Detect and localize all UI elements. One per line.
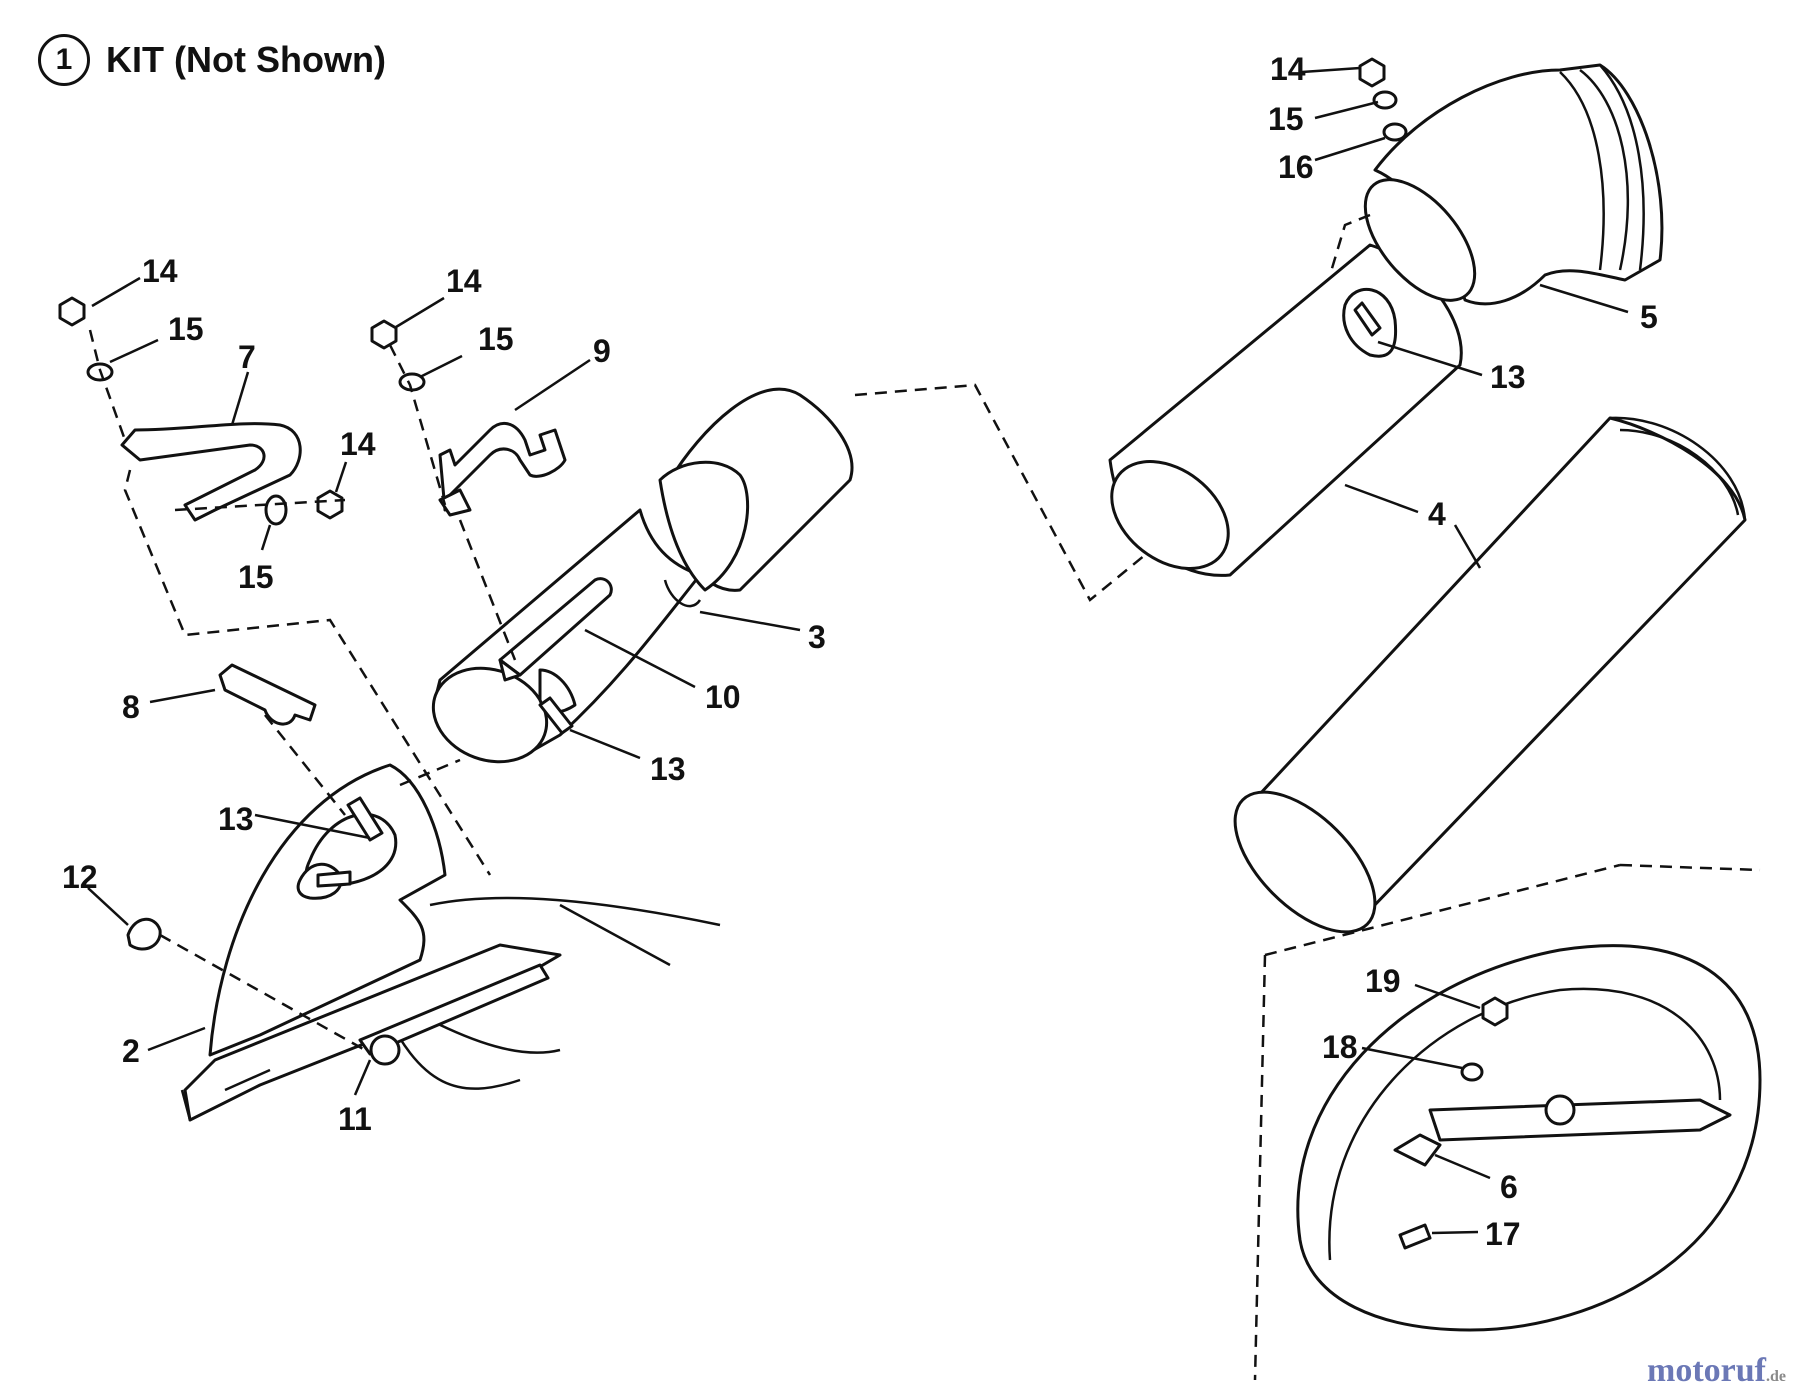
callout-13: 13: [650, 751, 686, 787]
callout-2: 2: [122, 1033, 140, 1069]
callout-13: 13: [218, 801, 254, 837]
callout-5: 5: [1640, 299, 1658, 335]
callout-9: 9: [593, 333, 611, 369]
assembly-lines: [88, 213, 1761, 1381]
callout-14: 14: [446, 263, 482, 299]
bracket-part-8: [218, 663, 317, 726]
leader-lines: [87, 66, 1629, 1235]
callout-3: 3: [808, 619, 826, 655]
callout-10: 10: [705, 679, 741, 715]
kit-title: 1 KIT (Not Shown): [38, 34, 386, 86]
callout-8: 8: [122, 689, 140, 725]
callout-6: 6: [1500, 1169, 1518, 1205]
callout-13: 13: [1490, 359, 1526, 395]
callout-19: 19: [1365, 963, 1401, 999]
blade-housing: [1296, 944, 1762, 1332]
callout-15: 15: [478, 321, 514, 357]
callout-16: 16: [1278, 149, 1314, 185]
bracket-part-7: [120, 422, 302, 522]
tube-part-4-lower: [1233, 416, 1747, 934]
callout-17: 17: [1485, 1216, 1521, 1252]
callout-11: 11: [338, 1101, 372, 1137]
kit-number-circle: 1: [38, 34, 90, 86]
callout-labels: 14 15 7 14 15 14 15 9 8 13 12 2 11 10 3 …: [62, 51, 1658, 1252]
watermark-logo: motoruf.de: [1647, 1352, 1786, 1390]
tube-part-4-upper: [1108, 243, 1463, 577]
callout-14: 14: [340, 426, 376, 462]
callout-14: 14: [1270, 51, 1306, 87]
callout-18: 18: [1322, 1029, 1358, 1065]
watermark-text: motoruf: [1647, 1352, 1766, 1389]
deck-chute-part-2: [180, 763, 721, 1122]
elbow-part-5: [1363, 63, 1664, 306]
watermark-suffix: .de: [1766, 1368, 1786, 1385]
callout-15: 15: [168, 311, 204, 347]
callout-7: 7: [238, 339, 256, 375]
callout-4: 4: [1428, 496, 1446, 532]
bracket-part-9: [438, 421, 567, 517]
callout-15: 15: [238, 559, 274, 595]
kit-title-text: KIT (Not Shown): [106, 39, 386, 80]
callout-12: 12: [62, 859, 98, 895]
callout-15: 15: [1268, 101, 1304, 137]
callout-14: 14: [142, 253, 178, 289]
